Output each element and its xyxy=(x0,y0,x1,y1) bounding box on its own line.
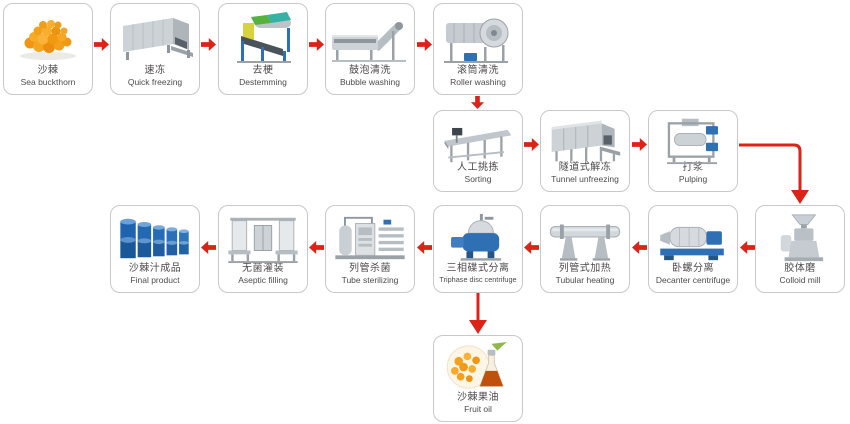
node-aseptic-filling: 无菌灌装 Aseptic filling xyxy=(218,205,308,293)
node-en-label: Triphase disc centrifuge xyxy=(439,275,517,284)
node-en-label: Quick freezing xyxy=(127,77,183,87)
arrow-right-icon xyxy=(417,38,432,51)
node-zh-label: 隧道式解冻 xyxy=(558,162,612,173)
node-tubular-heating: 列管式加热 Tubular heating xyxy=(540,205,630,293)
node-en-label: Roller washing xyxy=(450,77,506,87)
roller-washing-machine-image xyxy=(436,7,520,69)
node-zh-label: 列管杀菌 xyxy=(349,263,391,274)
arrowhead-down-icon xyxy=(791,190,809,204)
node-en-label: Final product xyxy=(130,275,180,285)
node-zh-label: 胶体磨 xyxy=(784,263,816,274)
node-en-label: Tunnel unfreezing xyxy=(551,174,619,184)
disc-centrifuge-machine-image xyxy=(436,209,520,267)
node-tunnel-unfreezing: 隧道式解冻 Tunnel unfreezing xyxy=(540,110,630,192)
destemming-machine-image xyxy=(221,7,305,69)
node-zh-label: 打浆 xyxy=(682,162,704,173)
connector-pulping-to-colloid-mill xyxy=(739,143,809,204)
arrow-right-icon xyxy=(632,138,647,151)
node-zh-label: 滚筒清洗 xyxy=(457,65,499,76)
arrow-down-icon xyxy=(471,96,484,109)
fruit-oil-image xyxy=(436,339,520,396)
arrow-left-icon xyxy=(309,241,324,254)
tubular-heater-image xyxy=(543,209,627,267)
node-zh-label: 速冻 xyxy=(144,65,166,76)
node-en-label: Decanter centrifuge xyxy=(655,275,731,285)
node-en-label: Fruit oil xyxy=(464,404,492,414)
node-bubble-washing: 鼓泡清洗 Bubble washing xyxy=(325,3,415,95)
arrow-right-icon xyxy=(309,38,324,51)
node-zh-label: 鼓泡清洗 xyxy=(349,65,391,76)
sea-buckthorn-image xyxy=(6,7,90,69)
node-en-label: Sea buckthorn xyxy=(20,77,76,87)
node-en-label: Destemming xyxy=(239,77,287,87)
node-zh-label: 三相碟式分离 xyxy=(446,263,510,274)
node-zh-label: 卧螺分离 xyxy=(672,263,714,274)
node-zh-label: 沙棘 xyxy=(37,65,59,76)
node-en-label: Bubble washing xyxy=(339,77,400,87)
aseptic-filling-machine-image xyxy=(221,209,305,267)
node-destemming: 去梗 Destemming xyxy=(218,3,308,95)
arrow-right-icon xyxy=(94,38,109,51)
node-tube-sterilizing: 列管杀菌 Tube sterilizing xyxy=(325,205,415,293)
decanter-centrifuge-machine-image xyxy=(651,209,735,267)
node-roller-washing: 滚筒清洗 Roller washing xyxy=(433,3,523,95)
arrowhead-down-icon xyxy=(469,320,487,334)
pulping-machine-image xyxy=(651,114,735,166)
node-quick-freezing: 速冻 Quick freezing xyxy=(110,3,200,95)
node-sea-buckthorn: 沙棘 Sea buckthorn xyxy=(3,3,93,95)
arrow-right-icon xyxy=(524,138,539,151)
node-final-product: 沙棘汁成品 Final product xyxy=(110,205,200,293)
node-zh-label: 无菌灌装 xyxy=(242,263,284,274)
bubble-washing-machine-image xyxy=(328,7,412,69)
node-zh-label: 人工挑拣 xyxy=(457,162,499,173)
node-en-label: Tubular heating xyxy=(555,275,615,285)
sorting-conveyor-image xyxy=(436,114,520,166)
tunnel-unfreezing-machine-image xyxy=(543,114,627,166)
arrow-left-icon xyxy=(201,241,216,254)
node-colloid-mill: 胶体磨 Colloid mill xyxy=(755,205,845,293)
node-zh-label: 列管式加热 xyxy=(558,263,612,274)
node-en-label: Pulping xyxy=(678,174,708,184)
node-zh-label: 去梗 xyxy=(252,65,274,76)
quick-freezing-machine-image xyxy=(113,7,197,69)
arrow-left-icon xyxy=(740,241,755,254)
blue-drums-image xyxy=(113,209,197,267)
node-en-label: Sorting xyxy=(464,174,492,184)
connector-triphase-to-fruit-oil xyxy=(469,293,487,334)
node-zh-label: 沙棘汁成品 xyxy=(128,263,182,274)
node-en-label: Tube sterilizing xyxy=(341,275,399,285)
node-pulping: 打浆 Pulping xyxy=(648,110,738,192)
arrow-right-icon xyxy=(201,38,216,51)
colloid-mill-machine-image xyxy=(758,209,842,267)
arrow-left-icon xyxy=(524,241,539,254)
node-decanter-centrifuge: 卧螺分离 Decanter centrifuge xyxy=(648,205,738,293)
node-sorting: 人工挑拣 Sorting xyxy=(433,110,523,192)
node-en-label: Aseptic filling xyxy=(238,275,288,285)
node-triphase-disc-centrifuge: 三相碟式分离 Triphase disc centrifuge xyxy=(433,205,523,293)
arrow-left-icon xyxy=(417,241,432,254)
node-en-label: Colloid mill xyxy=(779,275,821,285)
arrow-left-icon xyxy=(632,241,647,254)
node-fruit-oil: 沙棘果油 Fruit oil xyxy=(433,335,523,422)
node-zh-label: 沙棘果油 xyxy=(457,392,499,403)
tube-sterilizer-machine-image xyxy=(328,209,412,267)
